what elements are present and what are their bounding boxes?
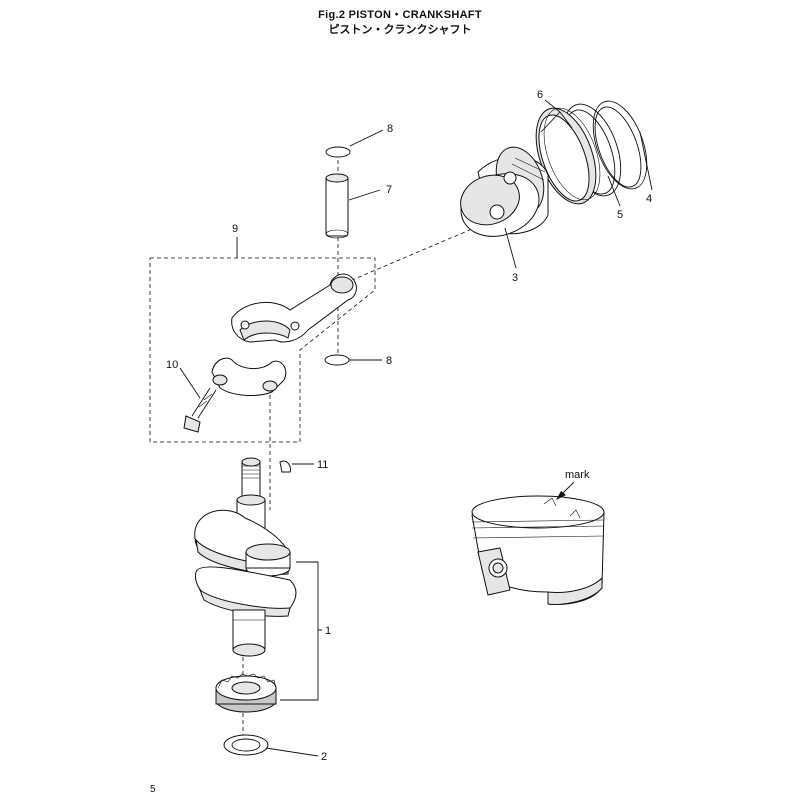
callout-piston: 3 — [504, 227, 518, 284]
callout-6: 6 — [537, 89, 543, 101]
callout-crankshaft: 1 — [280, 561, 331, 701]
crankshaft-gear — [215, 673, 277, 713]
callout-ring-top: 4 — [639, 131, 653, 205]
figure-title-japanese: ピストン・クランクシャフト — [328, 23, 472, 36]
mark-label: mark — [565, 469, 590, 481]
callout-3: 3 — [512, 272, 518, 284]
callout-8-top: 8 — [387, 123, 393, 135]
piston-pin-clip-top — [325, 146, 351, 158]
callout-4: 4 — [646, 193, 652, 205]
piston-ring-top — [592, 100, 648, 190]
connecting-rod-bolt — [183, 387, 217, 433]
woodruff-key — [279, 460, 291, 473]
assembly-centerlines — [242, 160, 506, 740]
crankshaft — [194, 457, 297, 657]
connecting-rod — [231, 273, 357, 343]
callout-woodruff-key: 11 — [292, 459, 328, 471]
piston-pin-clip-bottom — [324, 354, 350, 366]
callout-9: 9 — [232, 223, 238, 235]
callout-crank-washer: 2 — [265, 747, 327, 763]
piston-ring-oil — [535, 107, 601, 205]
callout-rod-bolt: 10 — [166, 359, 201, 399]
page-number: 5 — [150, 784, 156, 795]
callout-ring-second: 5 — [607, 175, 623, 221]
callout-pin-clip-bottom: 8 — [349, 355, 392, 367]
callout-ring-oil: 6 — [537, 89, 573, 133]
figure-title: Fig.2 PISTON・CRANKSHAFT — [318, 9, 482, 21]
callout-1: 1 — [325, 625, 331, 637]
piston — [460, 146, 549, 237]
callout-connecting-rod: 9 — [232, 223, 238, 235]
callout-5: 5 — [617, 209, 623, 221]
piston-mark-detail — [471, 495, 605, 605]
connecting-rod-cap — [211, 357, 287, 396]
callout-pin-clip-top: 8 — [349, 123, 393, 147]
piston-pin — [325, 173, 349, 239]
callout-piston-pin: 7 — [348, 184, 392, 201]
callout-8-bottom: 8 — [386, 355, 392, 367]
connecting-rod-assembly-outline — [149, 237, 376, 443]
callout-7: 7 — [386, 184, 392, 196]
callout-11: 11 — [317, 459, 328, 471]
callout-10: 10 — [166, 359, 178, 371]
crankshaft-washer — [223, 734, 269, 756]
callout-2: 2 — [321, 751, 327, 763]
mark-indicator: mark — [556, 469, 590, 500]
